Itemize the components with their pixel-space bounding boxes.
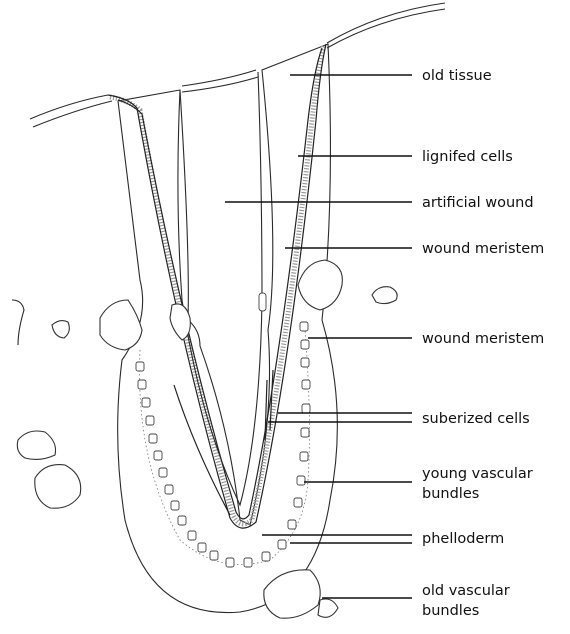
label-wound-meristem-2: wound meristem	[422, 331, 544, 347]
wound-lining	[108, 44, 326, 528]
young-vascular-bundles	[136, 293, 310, 567]
label-lignified-cells: lignifed cells	[422, 149, 513, 165]
label-young-vascular-bundles-line2: bundles	[422, 486, 479, 502]
tissue-surface	[30, 3, 445, 127]
label-old-vascular-bundles-line1: old vascular	[422, 583, 510, 599]
label-artificial-wound: artificial wound	[422, 195, 534, 211]
label-old-tissue: old tissue	[422, 68, 492, 84]
label-young-vascular-bundles-line1: young vascular	[422, 466, 533, 482]
leader-lines	[225, 75, 412, 598]
label-phelloderm: phelloderm	[422, 531, 504, 547]
label-wound-meristem-1: wound meristem	[422, 241, 544, 257]
phelloderm-line	[140, 330, 310, 565]
labels: old tissue lignifed cells artificial wou…	[422, 68, 544, 619]
old-vascular-bundles	[12, 260, 397, 618]
label-suberized-cells: suberized cells	[422, 411, 530, 427]
label-old-vascular-bundles-line2: bundles	[422, 603, 479, 619]
artificial-wound-walls	[178, 72, 262, 505]
